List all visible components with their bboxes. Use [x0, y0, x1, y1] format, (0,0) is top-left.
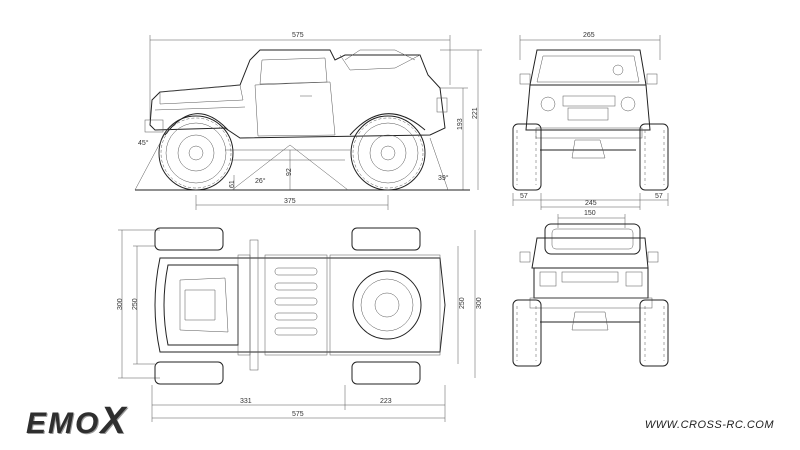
front-left-offset-label: 57 — [520, 193, 528, 200]
approach-clearance-label: 61 — [229, 180, 236, 188]
top-width-inner-label: 250 — [132, 298, 139, 310]
top-rear-right-tire — [351, 361, 421, 385]
top-rear-left-tire — [351, 227, 421, 251]
front-track-label: 245 — [585, 200, 597, 207]
top-view: 300 250 250 300 — [117, 227, 483, 422]
top-length-label: 575 — [292, 411, 304, 418]
website-url: WWW.CROSS-RC.COM — [644, 419, 774, 431]
brand-suffix: X — [100, 400, 128, 442]
side-body — [149, 49, 446, 139]
top-front-right-tire — [154, 361, 224, 385]
top-spare-tire — [352, 270, 422, 340]
side-length-label: 575 — [292, 32, 304, 39]
approach-angle-label: 45° — [138, 139, 149, 147]
rear-top-width-label: 150 — [584, 210, 596, 217]
rear-left-tire — [512, 299, 542, 367]
front-left-tire — [512, 123, 542, 191]
side-front-wheel — [158, 115, 234, 191]
front-right-offset-label: 57 — [655, 193, 663, 200]
wheelbase-label: 375 — [284, 198, 296, 205]
rear-view: 150 — [512, 210, 669, 367]
front-top-width-label: 265 — [583, 32, 595, 39]
ground-clearance-label: 92 — [286, 168, 293, 176]
front-right-tire — [639, 123, 669, 191]
top-rear-segment-label: 223 — [380, 398, 392, 405]
top-width-rear-inner-label: 250 — [459, 297, 466, 309]
side-view: 575 193 221 — [134, 32, 482, 210]
top-width-rear-outer-label: 300 — [476, 297, 483, 309]
breakover-angle-label: 26° — [255, 177, 266, 185]
front-view: 265 57 57 245 — [512, 32, 669, 210]
brand-prefix: EMO — [26, 407, 101, 440]
departure-angle-label: 39° — [438, 174, 449, 182]
side-height-body-label: 193 — [457, 118, 464, 130]
rear-spare-tire — [544, 223, 641, 255]
top-width-outer-label: 300 — [117, 298, 124, 310]
top-front-left-tire — [154, 227, 224, 251]
brand-logo: EMOX — [26, 400, 128, 443]
top-front-segment-label: 331 — [240, 398, 252, 405]
side-height-total-label: 221 — [472, 107, 479, 119]
side-rear-wheel — [350, 115, 426, 191]
rear-right-tire — [639, 299, 669, 367]
